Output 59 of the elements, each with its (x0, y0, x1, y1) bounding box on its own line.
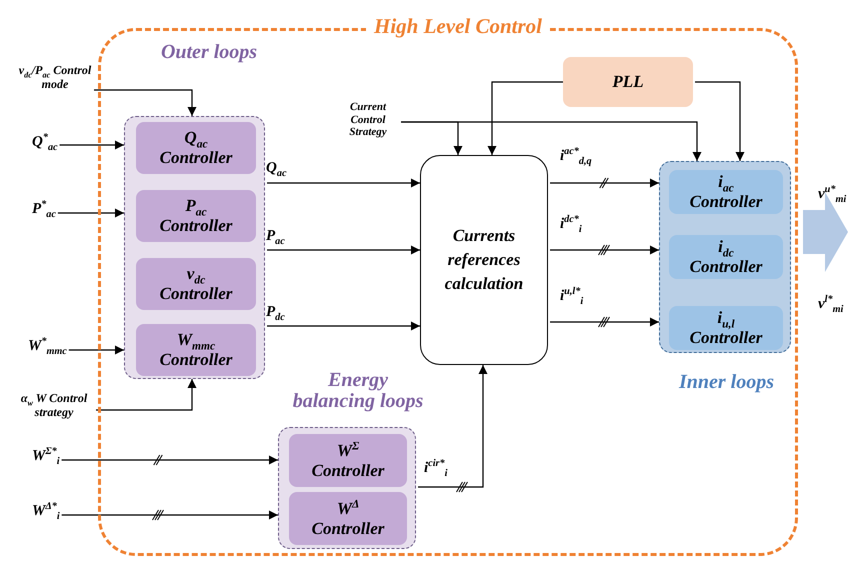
controller-block (289, 492, 407, 545)
block-label: v$_{dc}$ (186, 264, 206, 284)
block-label: W$_{mmc}$ (176, 330, 216, 350)
arrow (62, 456, 278, 464)
group-heading: Energy balancing loops (292, 370, 424, 412)
controller-block (136, 122, 256, 174)
arrow (60, 140, 124, 150)
arrow (96, 379, 196, 411)
arrow (94, 89, 196, 116)
controller-block (669, 235, 783, 279)
block-label: Controller (310, 460, 386, 480)
signal-label: Current Control Strategy (348, 101, 388, 139)
arrow (550, 318, 659, 326)
block-label: Controller (310, 518, 386, 538)
block-label: Controller (688, 328, 764, 348)
group-heading: Outer loops (160, 42, 258, 63)
arrow (58, 208, 124, 218)
signal-label: v$_{dc}$/P$_{ac}$ Control mode (18, 64, 92, 92)
block-label: Controller (158, 284, 234, 304)
block-label: Controller (158, 216, 234, 236)
arrow (267, 178, 420, 188)
arrow (62, 510, 278, 520)
arrow (68, 346, 124, 354)
edge-label: P$_{dc}$ (266, 304, 285, 322)
block-label: W$^{Σ}$ (336, 440, 360, 460)
controller-block (136, 190, 256, 242)
arrow (550, 246, 659, 254)
pll-block (563, 57, 693, 107)
block-label: Controller (688, 257, 764, 277)
arrow (695, 81, 744, 161)
block-label: Q$_{ac}$ (183, 128, 209, 148)
frame-title: High Level Control (366, 15, 550, 38)
controller-block (136, 258, 256, 310)
controller-block (669, 170, 783, 214)
controller-block (669, 306, 783, 350)
block-label: Controller (158, 350, 234, 370)
controller-block (289, 434, 407, 487)
block-label: W$^{Δ}$ (336, 498, 360, 518)
block-label: P$_{ac}$ (184, 196, 208, 216)
controller-block (136, 324, 256, 376)
arrow (418, 365, 488, 488)
block-label: Controller (158, 148, 234, 168)
block-label: i$_{ac}$ (717, 172, 735, 192)
signal-label: α$_{w}$ W Control strategy (20, 392, 88, 420)
output-block-arrow (803, 192, 848, 272)
arrow (267, 322, 420, 330)
block-label: i$_{dc}$ (717, 237, 735, 257)
arrow (267, 246, 420, 254)
group-heading: Inner loops (678, 372, 776, 393)
arrow (488, 81, 563, 155)
block-label: i$_{u,l}$ (716, 308, 736, 328)
block-label: Currents references calculation (444, 225, 524, 295)
block-label: Controller (688, 192, 764, 212)
block-label: PLL (611, 72, 645, 92)
process-block (420, 155, 548, 365)
arrow (550, 178, 659, 188)
edge-label: P$_{ac}$ (266, 228, 285, 246)
edge-label: Q$_{ac}$ (266, 160, 286, 178)
arrow (401, 121, 702, 161)
